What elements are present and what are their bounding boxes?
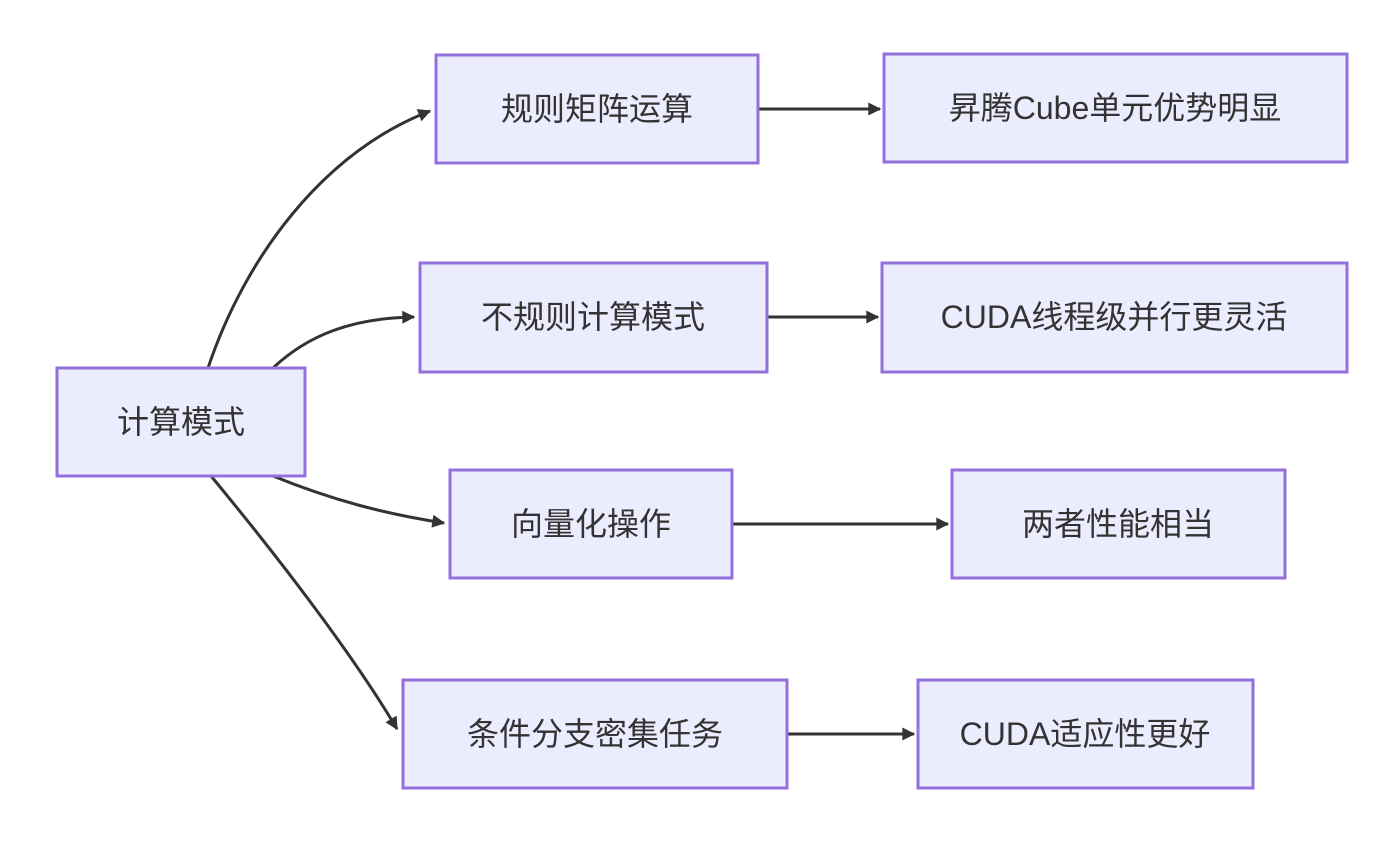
node-branch-1-condition-label: 规则矩阵运算 bbox=[501, 91, 693, 127]
edge-root-to-branch-4 bbox=[209, 475, 399, 731]
node-branch-3-result-label: 两者性能相当 bbox=[1022, 506, 1214, 542]
node-branch-2-result-box bbox=[880, 261, 1349, 374]
node-branch-1-result-box bbox=[882, 52, 1349, 164]
node-branch-3-result-box bbox=[950, 468, 1287, 580]
edge-root-to-branch-2 bbox=[271, 310, 416, 370]
node-branch-1-condition-box bbox=[434, 53, 760, 165]
node-branch-1-result-label: 昇腾Cube单元优势明显 bbox=[949, 90, 1282, 126]
node-branch-3-condition-box bbox=[448, 468, 734, 580]
node-branch-3-condition: 向量化操作 bbox=[448, 468, 734, 580]
edge-root-to-branch-1 bbox=[206, 109, 432, 369]
node-branch-4-condition: 条件分支密集任务 bbox=[401, 678, 789, 790]
node-branch-2-condition-label: 不规则计算模式 bbox=[481, 299, 705, 335]
node-branch-1-condition: 规则矩阵运算 bbox=[434, 53, 760, 165]
node-root-box bbox=[55, 366, 307, 478]
node-branch-4-condition-box bbox=[401, 678, 789, 790]
edge-root-to-branch-3 bbox=[272, 474, 446, 528]
node-branch-1-result: 昇腾Cube单元优势明显 bbox=[882, 52, 1349, 164]
node-branch-4-result: CUDA适应性更好 bbox=[916, 678, 1255, 790]
node-branch-4-result-label: CUDA适应性更好 bbox=[960, 716, 1211, 752]
node-branch-3-condition-label: 向量化操作 bbox=[511, 506, 671, 542]
node-branch-2-condition-box bbox=[418, 261, 769, 374]
node-branch-4-result-box bbox=[916, 678, 1255, 790]
node-root: 计算模式 bbox=[55, 366, 307, 478]
node-branch-2-result: CUDA线程级并行更灵活 bbox=[880, 261, 1349, 374]
node-root-label: 计算模式 bbox=[117, 404, 245, 440]
node-branch-2-condition: 不规则计算模式 bbox=[418, 261, 769, 374]
node-branch-3-result: 两者性能相当 bbox=[950, 468, 1287, 580]
node-branch-4-condition-label: 条件分支密集任务 bbox=[467, 716, 723, 752]
node-branch-2-result-label: CUDA线程级并行更灵活 bbox=[941, 299, 1288, 335]
